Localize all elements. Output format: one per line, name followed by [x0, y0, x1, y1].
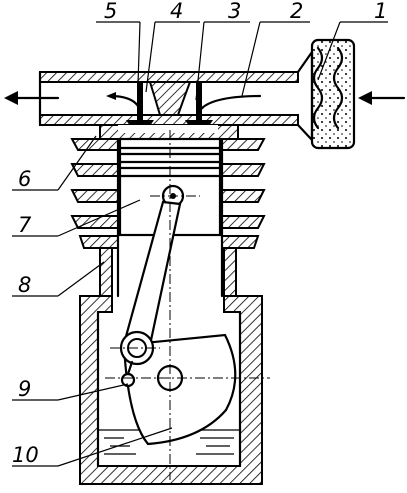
- label-8: 8: [18, 273, 31, 297]
- cylinder-head: [99, 124, 239, 140]
- label-7: 7: [18, 213, 32, 237]
- label-10: 10: [12, 443, 39, 467]
- label-4: 4: [170, 0, 183, 23]
- air-filter: [296, 38, 356, 150]
- crankshaft: [119, 330, 237, 446]
- manifold-pipe: [38, 70, 299, 127]
- crankcase: [79, 295, 263, 485]
- intake-arrow: [358, 91, 406, 105]
- cooling-fins: [70, 137, 266, 298]
- leader-lines: [12, 21, 388, 467]
- oil-dipper: [120, 360, 136, 388]
- center-lines: [105, 130, 270, 480]
- label-5: 5: [104, 0, 117, 23]
- exhaust-arrow: [4, 91, 60, 105]
- label-9: 9: [18, 377, 31, 401]
- label-2: 2: [290, 0, 303, 23]
- label-6: 6: [18, 167, 31, 191]
- label-3: 3: [228, 0, 241, 23]
- label-1: 1: [374, 0, 387, 23]
